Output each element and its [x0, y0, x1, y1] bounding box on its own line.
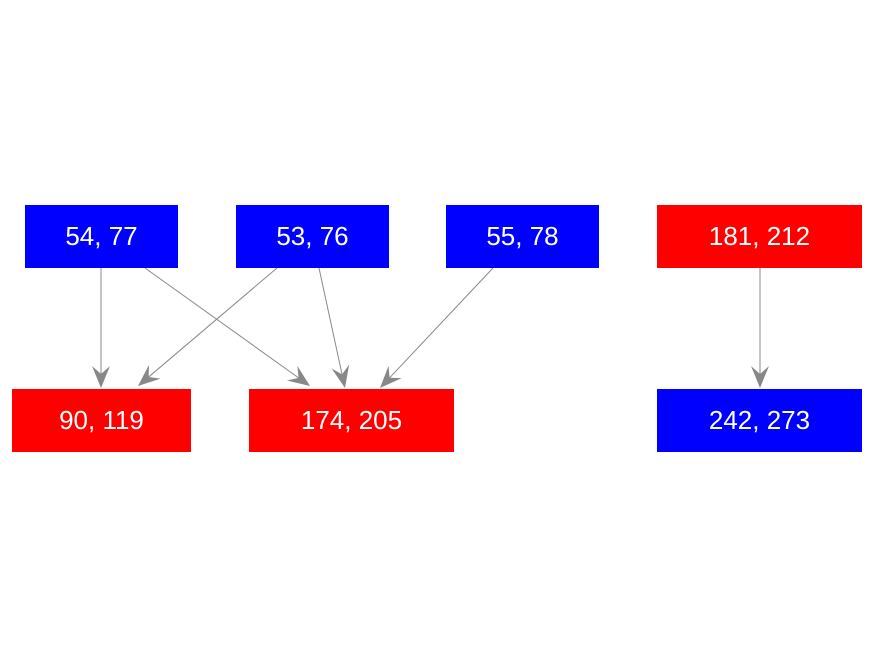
edge-n2-n5: [148, 267, 278, 378]
arrowhead-icon: [138, 364, 161, 386]
node-55-78[interactable]: 55, 78: [446, 205, 599, 268]
arrowhead-icon: [751, 366, 769, 388]
node-181-212[interactable]: 181, 212: [657, 205, 862, 268]
arrowhead-icon: [380, 365, 402, 388]
edge-n1-n6: [144, 267, 299, 379]
node-90-119[interactable]: 90, 119: [12, 389, 191, 452]
node-54-77[interactable]: 54, 77: [25, 205, 178, 268]
node-174-205[interactable]: 174, 205: [249, 389, 454, 452]
node-242-273[interactable]: 242, 273: [657, 389, 862, 452]
arrowhead-icon: [92, 366, 110, 388]
edge-n2-n6: [318, 267, 343, 375]
node-53-76[interactable]: 53, 76: [236, 205, 389, 268]
arrowhead-icon: [286, 365, 310, 386]
edge-n3-n6: [389, 267, 494, 379]
arrowhead-icon: [331, 364, 350, 388]
